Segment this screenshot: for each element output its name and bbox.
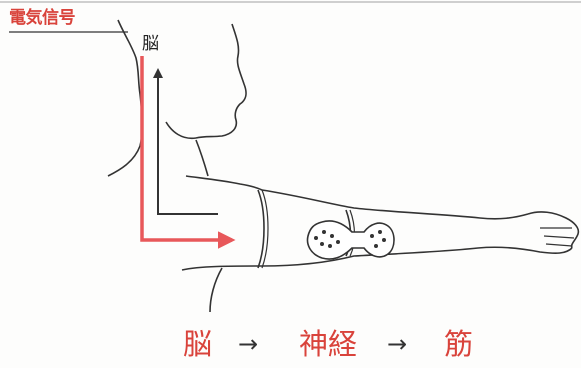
sleeve-band-left-outer <box>258 190 264 268</box>
arm-top-outline <box>262 190 528 219</box>
sleeve-band-left-inner <box>262 190 268 268</box>
caption-arrow-2: → <box>387 332 407 356</box>
neck-back-outline <box>108 20 142 176</box>
brain-label: 脳 <box>142 36 159 53</box>
jaw-outline <box>166 122 196 138</box>
finger-lines <box>540 228 574 246</box>
shoulder-outline <box>186 176 262 190</box>
caption-brain: 脳 <box>183 330 212 359</box>
signal-path-up <box>158 70 218 214</box>
signal-path-down <box>142 56 232 240</box>
electric-signal-label: 電気信号 <box>9 10 75 27</box>
flow-caption: 脳 → 神経 → 筋 <box>0 330 581 362</box>
caption-nerve: 神経 <box>299 330 357 359</box>
underarm-line <box>210 268 222 312</box>
face-profile-outline <box>196 24 246 138</box>
throat-outline <box>196 140 208 176</box>
hand-outline <box>528 212 578 248</box>
caption-muscle: 筋 <box>444 330 473 359</box>
caption-arrow-1: → <box>238 332 258 356</box>
